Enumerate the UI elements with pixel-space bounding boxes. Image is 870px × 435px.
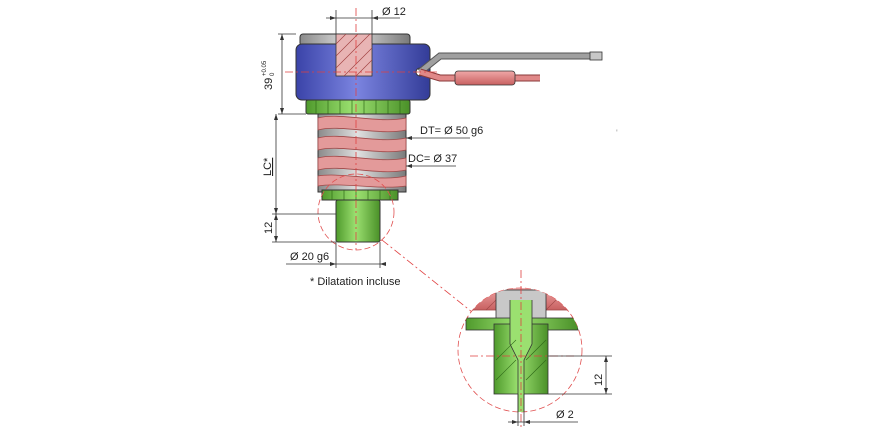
tip-length-label: 12 — [263, 222, 275, 234]
svg-text:': ' — [616, 128, 618, 138]
lc-length-label: LC* — [262, 157, 274, 176]
detail-view — [457, 270, 583, 430]
height-tolerance-lower: 0 — [270, 72, 276, 76]
bore-diameter-label: Ø 12 — [382, 6, 406, 18]
height-tolerance-upper: +0.05 — [262, 60, 268, 76]
nozzle-collar — [321, 189, 399, 201]
dimensions-main: Ø 12 39 +0.05 0 DT= Ø 50 g6 DC= Ø 37 LC*… — [262, 6, 483, 288]
detail-diameter-label: Ø 2 — [556, 409, 574, 421]
nozzle-flange — [305, 99, 411, 115]
dt-diameter-label: DT= Ø 50 g6 — [420, 125, 483, 137]
tip-diameter-label: Ø 20 g6 — [290, 251, 329, 263]
detail-marker-circle — [317, 173, 395, 251]
nozzle-tip — [335, 199, 381, 243]
heater-coil-windings — [317, 115, 407, 188]
height-dimension-label: 39 — [263, 78, 275, 90]
dimensions-detail: 12 Ø 2 — [508, 355, 612, 426]
bore-section — [335, 33, 373, 77]
detail-length-label: 12 — [593, 374, 605, 386]
footnote-text: * Dilatation incluse — [310, 276, 401, 288]
dc-diameter-label: DC= Ø 37 — [408, 153, 457, 165]
